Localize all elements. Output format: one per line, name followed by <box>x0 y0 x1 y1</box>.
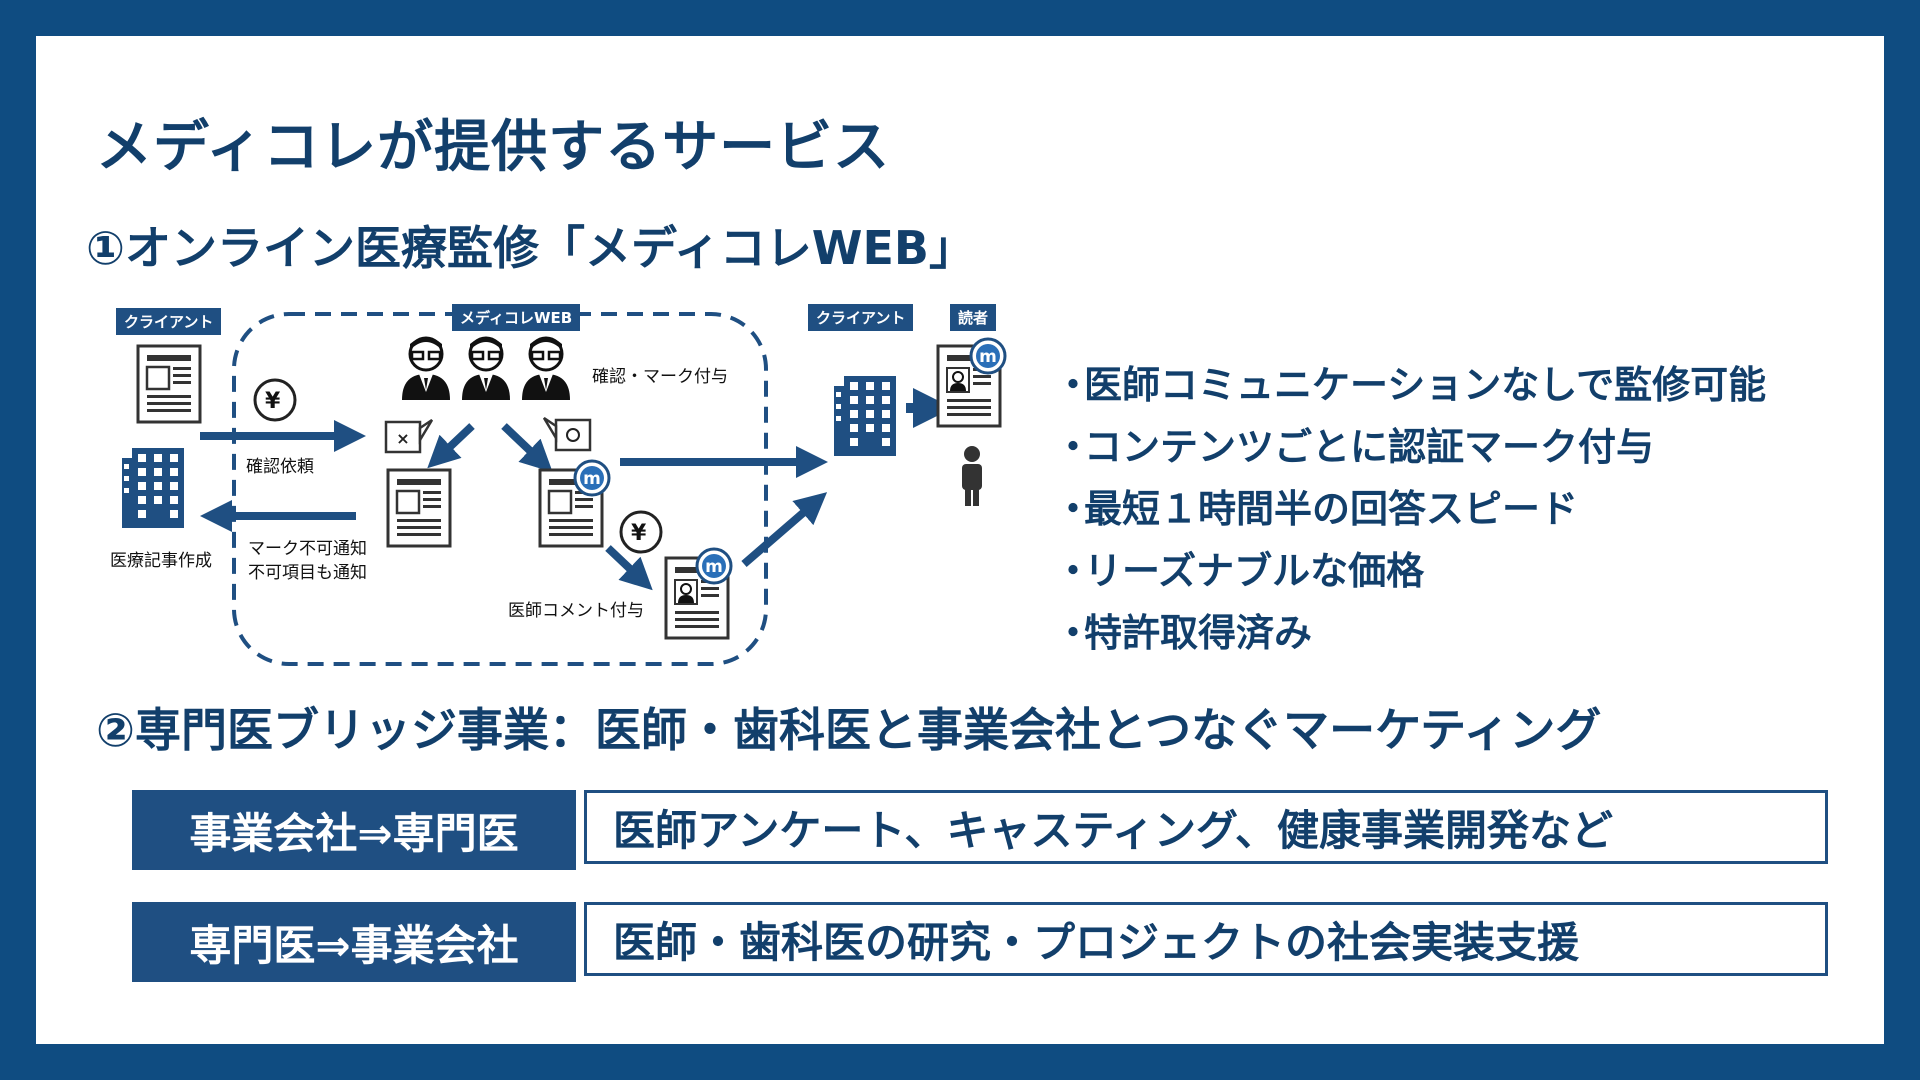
comment-arrow <box>605 545 653 591</box>
feature-item: ・最短１時間半の回答スピード <box>1054 478 1766 540</box>
doctor-icon <box>400 335 452 402</box>
mark-badge-icon <box>573 459 611 497</box>
client-document-icon <box>136 344 202 424</box>
reject-bubble-icon: × <box>384 418 434 454</box>
reader-tag: 読者 <box>950 304 997 331</box>
service-row-label: 事業会社⇒専門医 <box>132 790 576 870</box>
feature-item: ・コンテンツごとに認証マーク付与 <box>1054 416 1766 478</box>
section1-heading: ①オンライン医療監修「メディコレWEB」 <box>86 221 975 275</box>
doctor-icon <box>520 335 572 402</box>
doctor-icon <box>460 335 512 402</box>
client-right-tag: クライアント <box>808 304 914 331</box>
service-row-label: 専門医⇒事業会社 <box>132 902 576 982</box>
slide: メディコレが提供するサービス ①オンライン医療監修「メディコレWEB」 <box>36 36 1884 1044</box>
medicore-web-tag: メディコレWEB <box>452 304 581 331</box>
feature-item: ・リーズナブルな価格 <box>1054 540 1766 602</box>
certified-document-icon <box>538 468 604 548</box>
comment-label: 医師コメント付与 <box>508 601 644 621</box>
rejected-document-icon <box>386 468 452 548</box>
yen-symbol: ¥ <box>265 389 281 414</box>
delivery-arrow-2 <box>741 492 828 568</box>
bullet-marker: ・ <box>1054 611 1093 655</box>
feature-list: ・医師コミュニケーションなしで監修可能 ・コンテンツごとに認証マーク付与 ・最短… <box>1054 354 1766 664</box>
bullet-marker: ・ <box>1054 425 1093 469</box>
section2-heading: ②専門医ブリッジ事業：医師・歯科医と事業会社とつなぐマーケティング <box>96 703 1602 757</box>
mark-badge-icon <box>969 337 1007 375</box>
reject-arrow <box>427 423 475 469</box>
article-label: 医療記事作成 <box>110 551 212 571</box>
bullet-marker: ・ <box>1054 363 1093 407</box>
commented-document-icon <box>664 556 730 640</box>
reader-icon <box>962 446 982 506</box>
notify-label-1: マーク不可通知 <box>248 539 367 559</box>
service-row-desc: 医師・歯科医の研究・プロジェクトの社会実装支援 <box>584 902 1828 976</box>
feature-item: ・医師コミュニケーションなしで監修可能 <box>1054 354 1766 416</box>
bullet-marker: ・ <box>1054 549 1093 593</box>
yen-symbol: ¥ <box>631 521 647 546</box>
client-building-icon <box>834 376 896 456</box>
notify-label-2: 不可項目も通知 <box>248 563 367 583</box>
svg-text:×: × <box>396 429 409 448</box>
approve-arrow <box>501 423 553 473</box>
page-title: メディコレが提供するサービス <box>96 115 891 180</box>
bullet-marker: ・ <box>1054 487 1093 531</box>
client-building-icon <box>122 448 184 528</box>
mark-badge-icon <box>695 547 733 585</box>
published-document-icon <box>936 344 1002 428</box>
feature-item: ・特許取得済み <box>1054 602 1766 664</box>
client-left-tag: クライアント <box>116 308 222 335</box>
confirm-label: 確認・マーク付与 <box>592 367 728 387</box>
approve-bubble-icon <box>542 416 592 452</box>
service-row-desc: 医師アンケート、キャスティング、健康事業開発など <box>584 790 1828 864</box>
request-label: 確認依頼 <box>246 457 314 477</box>
